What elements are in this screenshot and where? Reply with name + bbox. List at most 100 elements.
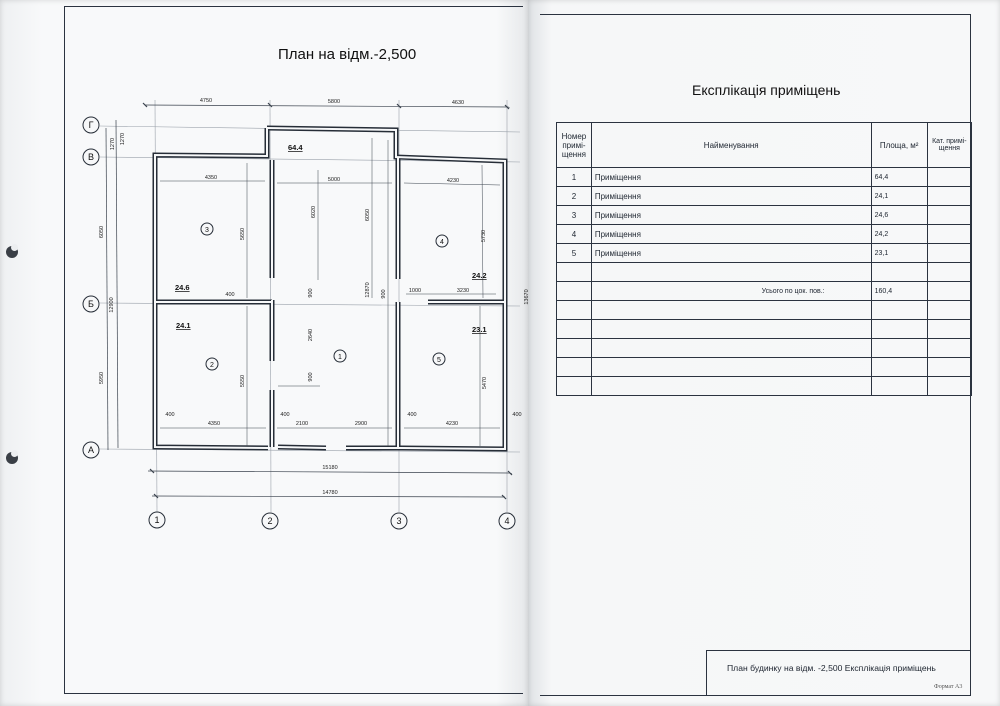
dim-r5-height: 5470 bbox=[482, 377, 488, 389]
table-row: 5 Приміщення 23,1 bbox=[556, 243, 973, 263]
header-category: Кат. примі- щення bbox=[926, 122, 973, 168]
row-category bbox=[926, 186, 973, 206]
dim-900a: 900 bbox=[308, 288, 314, 297]
dim-top-2: 5800 bbox=[328, 99, 340, 105]
row-number: 4 bbox=[556, 224, 592, 244]
dim-left-6050: 6050 bbox=[99, 226, 105, 238]
axis-label-2: 2 bbox=[267, 516, 272, 526]
wall-fill bbox=[154, 127, 506, 451]
dim-r5-width: 4230 bbox=[446, 421, 458, 427]
row-area: 24,6 bbox=[870, 205, 928, 225]
dim-r3-height: 5650 bbox=[240, 228, 246, 240]
dim-r2-width: 4350 bbox=[208, 421, 220, 427]
axis-label-1: 1 bbox=[154, 515, 159, 525]
row-number: 1 bbox=[556, 167, 592, 187]
row-category bbox=[926, 205, 973, 225]
table-row: 2 Приміщення 24,1 bbox=[556, 186, 973, 206]
dim-2100: 2100 bbox=[296, 421, 308, 427]
dim-2900: 2900 bbox=[355, 421, 367, 427]
dim-bottom-1: 15180 bbox=[322, 465, 337, 471]
binding-hole-icon bbox=[6, 450, 18, 464]
axis-label-b: Б bbox=[88, 299, 94, 309]
dim-left-12900: 12900 bbox=[109, 297, 115, 312]
title-block: План будинку на відм. -2,500 Експлікація… bbox=[706, 650, 971, 695]
dim-400-l: 400 bbox=[165, 412, 174, 418]
dim-r4-height: 5730 bbox=[481, 230, 487, 242]
format-label: Формат А3 bbox=[934, 684, 963, 690]
room-area-5: 23.1 bbox=[472, 325, 487, 334]
dim-left-1270a: 1270 bbox=[110, 138, 116, 150]
table-row: 4 Приміщення 24,2 bbox=[556, 224, 973, 244]
row-name: Приміщення bbox=[590, 167, 872, 187]
inner-dimension-lines bbox=[160, 138, 501, 446]
total-label: Усього по цок. пов.: bbox=[590, 281, 872, 301]
room-area-4: 24.2 bbox=[472, 271, 487, 280]
room-number-3: 3 bbox=[205, 227, 209, 234]
dim-400-r: 400 bbox=[407, 412, 416, 418]
dimension-lines bbox=[105, 102, 513, 500]
dim-r4-width: 4230 bbox=[447, 178, 459, 184]
explication-title: Експлікація приміщень bbox=[692, 82, 841, 98]
dim-900b: 900 bbox=[381, 289, 387, 298]
dim-6020: 6020 bbox=[311, 206, 317, 218]
dim-top-3: 4630 bbox=[452, 100, 464, 106]
explication-table: Номер примі- щення Найменування Площа, м… bbox=[556, 122, 973, 396]
axis-label-v: В bbox=[88, 152, 94, 162]
axis-label-a: А bbox=[88, 445, 94, 455]
floor-plan-drawing: Г В Б А 1 2 3 4 3 2 1 4 5 64.4 24.1 24.6… bbox=[82, 98, 528, 530]
row-category bbox=[926, 224, 973, 244]
room-number-1: 1 bbox=[338, 354, 342, 361]
dim-400a: 400 bbox=[225, 292, 234, 298]
row-number: 5 bbox=[556, 243, 592, 263]
room-number-2: 2 bbox=[210, 362, 214, 369]
dim-top-1: 4750 bbox=[200, 98, 212, 104]
table-total-row: Усього по цок. пов.: 160,4 bbox=[556, 281, 973, 301]
header-number: Номер примі- щення bbox=[556, 122, 592, 168]
header-name: Найменування bbox=[590, 122, 872, 168]
room-area-1: 64.4 bbox=[288, 143, 303, 152]
table-row-empty bbox=[556, 357, 973, 377]
table-row: 3 Приміщення 24,6 bbox=[556, 205, 973, 225]
title-block-text: План будинку на відм. -2,500 Експлікація… bbox=[727, 663, 936, 673]
row-number: 3 bbox=[556, 205, 592, 225]
row-name: Приміщення bbox=[590, 205, 872, 225]
axis-label-3: 3 bbox=[396, 516, 401, 526]
dim-2640: 2640 bbox=[308, 329, 314, 341]
table-row: 1 Приміщення 64,4 bbox=[556, 167, 973, 187]
dim-corridor-width: 5000 bbox=[328, 177, 340, 183]
dim-1000: 1000 bbox=[409, 288, 421, 294]
row-area: 64,4 bbox=[870, 167, 928, 187]
axis-label-g: Г bbox=[89, 120, 94, 130]
table-row-empty bbox=[556, 376, 973, 396]
row-category bbox=[926, 243, 973, 263]
dim-400-m: 400 bbox=[280, 412, 289, 418]
table-row-empty bbox=[556, 319, 973, 339]
row-area: 24,2 bbox=[870, 224, 928, 244]
room-area-3: 24.6 bbox=[175, 283, 190, 292]
row-name: Приміщення bbox=[590, 186, 872, 206]
room-number-5: 5 bbox=[437, 357, 441, 364]
dim-left-1270b: 1270 bbox=[120, 133, 126, 145]
row-area: 23,1 bbox=[870, 243, 928, 263]
dim-r2-height: 5550 bbox=[240, 375, 246, 387]
room-number-4: 4 bbox=[440, 239, 444, 246]
row-number: 2 bbox=[556, 186, 592, 206]
dim-6050: 6050 bbox=[365, 209, 371, 221]
total-area: 160,4 bbox=[870, 281, 928, 301]
dim-bottom-2: 14780 bbox=[322, 490, 337, 496]
row-area: 24,1 bbox=[870, 186, 928, 206]
table-row-empty bbox=[556, 300, 973, 320]
dim-left-5950: 5950 bbox=[99, 372, 105, 384]
dim-3230: 3230 bbox=[457, 288, 469, 294]
row-name: Приміщення bbox=[590, 243, 872, 263]
dim-400-rr: 400 bbox=[512, 412, 521, 418]
table-row-empty bbox=[556, 338, 973, 358]
binding-hole-icon bbox=[6, 244, 18, 258]
dim-12870: 12870 bbox=[365, 282, 371, 297]
room-area-2: 24.1 bbox=[176, 321, 191, 330]
left-frame bbox=[64, 6, 523, 694]
axis-bubbles bbox=[82, 116, 516, 530]
row-category bbox=[926, 167, 973, 187]
dim-right-total: 13670 bbox=[524, 289, 528, 304]
axis-label-4: 4 bbox=[504, 516, 509, 526]
